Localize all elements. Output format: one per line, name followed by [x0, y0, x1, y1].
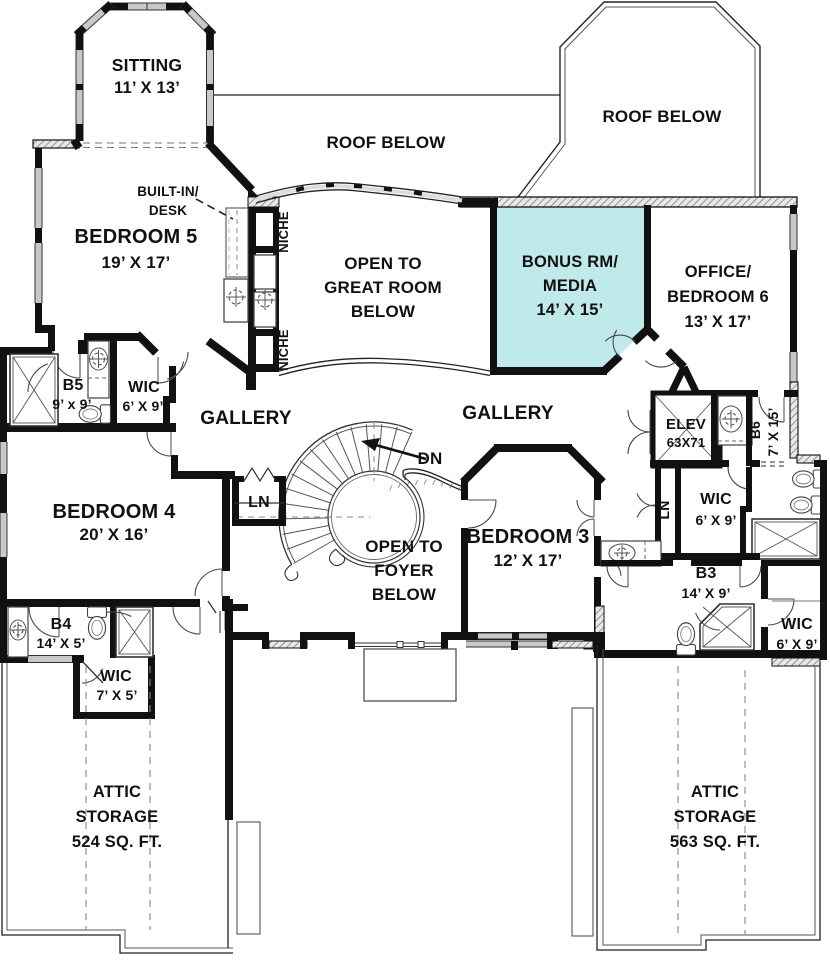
label-rooms-bedroom5-name: BEDROOM 5 [75, 226, 198, 248]
label-rooms-wic-b3-dims: 6’ X 9’ [776, 636, 817, 652]
label-rooms-bedroom4-dims: 20’ X 16’ [80, 525, 149, 544]
attic-left [1, 663, 261, 954]
office-walls [643, 205, 821, 464]
bedroom3-walls [460, 444, 622, 650]
label-labels-roof-below-right: ROOF BELOW [602, 107, 722, 126]
label-rooms-b3-name: B3 [696, 565, 717, 582]
exterior-walls-left [0, 137, 83, 663]
label-labels-open-great-3: BELOW [351, 302, 416, 321]
label-rooms-sitting-name: SITTING [112, 55, 182, 75]
label-labels-attic-left-3: 524 SQ. FT. [72, 833, 162, 851]
b4-fixtures [7, 606, 154, 658]
label-labels-roof-below-center: ROOF BELOW [326, 133, 446, 152]
label-labels-built-in-1: BUILT-IN/ [137, 184, 199, 199]
label-rooms-bedroom5-dims: 19’ X 17’ [102, 253, 171, 272]
label-labels-elev-size: 63X71 [667, 435, 706, 450]
desk-leader-line [195, 198, 234, 220]
label-rooms-bedroom3-name: BEDROOM 3 [467, 526, 590, 548]
foyer-rail [389, 468, 462, 491]
toilet-icon [86, 606, 108, 640]
label-labels-attic-right-3: 563 SQ. FT. [670, 833, 760, 851]
label-labels-attic-left-1: ATTIC [93, 783, 141, 801]
label-labels-gallery-left: GALLERY [200, 408, 292, 429]
b5-fixtures [9, 340, 112, 427]
label-rooms-b6-name: B6 [747, 421, 763, 439]
ln-closet [232, 466, 286, 526]
sitting-bay-walls [73, 1, 217, 143]
label-rooms-sitting-dims: 11’ X 13’ [114, 79, 180, 97]
label-rooms-bonus-dims: 14’ X 15’ [537, 301, 604, 319]
label-rooms-b4-name: B4 [51, 616, 72, 633]
b4-walls [0, 599, 233, 820]
attic-right [571, 645, 821, 951]
label-labels-open-great-2: GREAT ROOM [324, 278, 442, 297]
label-rooms-office-dims: 13’ X 17’ [685, 313, 752, 331]
foyer-south-wall [229, 632, 605, 652]
label-rooms-b5-dims: 9’ x 9’ [52, 396, 92, 412]
label-labels-open-foyer-2: FOYER [374, 561, 434, 580]
toilet-icon [675, 622, 697, 656]
label-rooms-wic-hall-name: WIC [700, 491, 732, 508]
label-rooms-wic-b3-name: WIC [781, 616, 813, 633]
label-labels-niche-top: NICHE [276, 211, 291, 253]
toilet-icon [789, 495, 822, 515]
label-rooms-bonus-name1: BONUS RM/ [522, 253, 618, 271]
label-labels-ln-hall: LN [656, 500, 672, 519]
label-rooms-bedroom3-dims: 12’ X 17’ [494, 551, 563, 570]
label-labels-dn: DN [418, 449, 443, 468]
label-rooms-b5-name: B5 [63, 377, 84, 394]
label-labels-gallery-right: GALLERY [462, 403, 554, 424]
toilet-icon [78, 404, 112, 424]
bonus-room-fill [497, 205, 646, 370]
bedroom4-walls [146, 431, 248, 633]
label-labels-attic-left-2: STORAGE [76, 808, 159, 826]
toilet-icon [791, 469, 824, 489]
great-room-balcony [255, 182, 491, 377]
label-rooms-b4-dims: 14’ X 5’ [36, 635, 85, 651]
label-labels-niche-bottom: NICHE [276, 329, 291, 371]
label-rooms-wic-hall-dims: 6’ X 9’ [695, 512, 736, 528]
label-rooms-bonus-name2: MEDIA [543, 277, 597, 295]
label-rooms-wic-b4-dims: 7’ X 5’ [96, 687, 137, 703]
b5-wic-walls [0, 331, 185, 432]
sitting-divider-dashed [83, 142, 208, 149]
label-rooms-wic-b4-name: WIC [100, 668, 132, 685]
label-labels-open-foyer-3: BELOW [372, 585, 437, 604]
hall-ln-wic-walls [636, 460, 760, 560]
roof-below-outline [212, 1, 761, 200]
b3-fixtures [675, 603, 755, 656]
label-rooms-wic-b5-name: WIC [128, 379, 160, 396]
stairs [237, 421, 427, 582]
label-labels-attic-right-2: STORAGE [674, 808, 757, 826]
label-labels-built-in-2: DESK [149, 203, 187, 218]
label-rooms-b6-dims: 7’ X 15’ [765, 407, 781, 456]
elevator [627, 390, 723, 469]
label-rooms-b3-dims: 14’ X 9’ [681, 585, 730, 601]
niche-column [167, 200, 279, 390]
portico-outline [363, 648, 457, 702]
label-rooms-wic-b5-dims: 6’ X 9’ [122, 398, 163, 414]
label-labels-attic-right-1: ATTIC [691, 783, 739, 801]
label-labels-elev: ELEV [666, 416, 706, 433]
label-rooms-office-name1: OFFICE/ [685, 263, 752, 281]
labels: SITTING 11’ X 13’ ROOF BELOW ROOF BELOW … [36, 55, 817, 851]
label-rooms-bedroom4-name: BEDROOM 4 [53, 501, 177, 523]
label-rooms-office-name2: BEDROOM 6 [667, 288, 769, 306]
label-labels-open-great-1: OPEN TO [344, 254, 422, 273]
label-labels-ln-stairs: LN [248, 494, 270, 511]
label-labels-open-foyer-1: OPEN TO [365, 537, 443, 556]
